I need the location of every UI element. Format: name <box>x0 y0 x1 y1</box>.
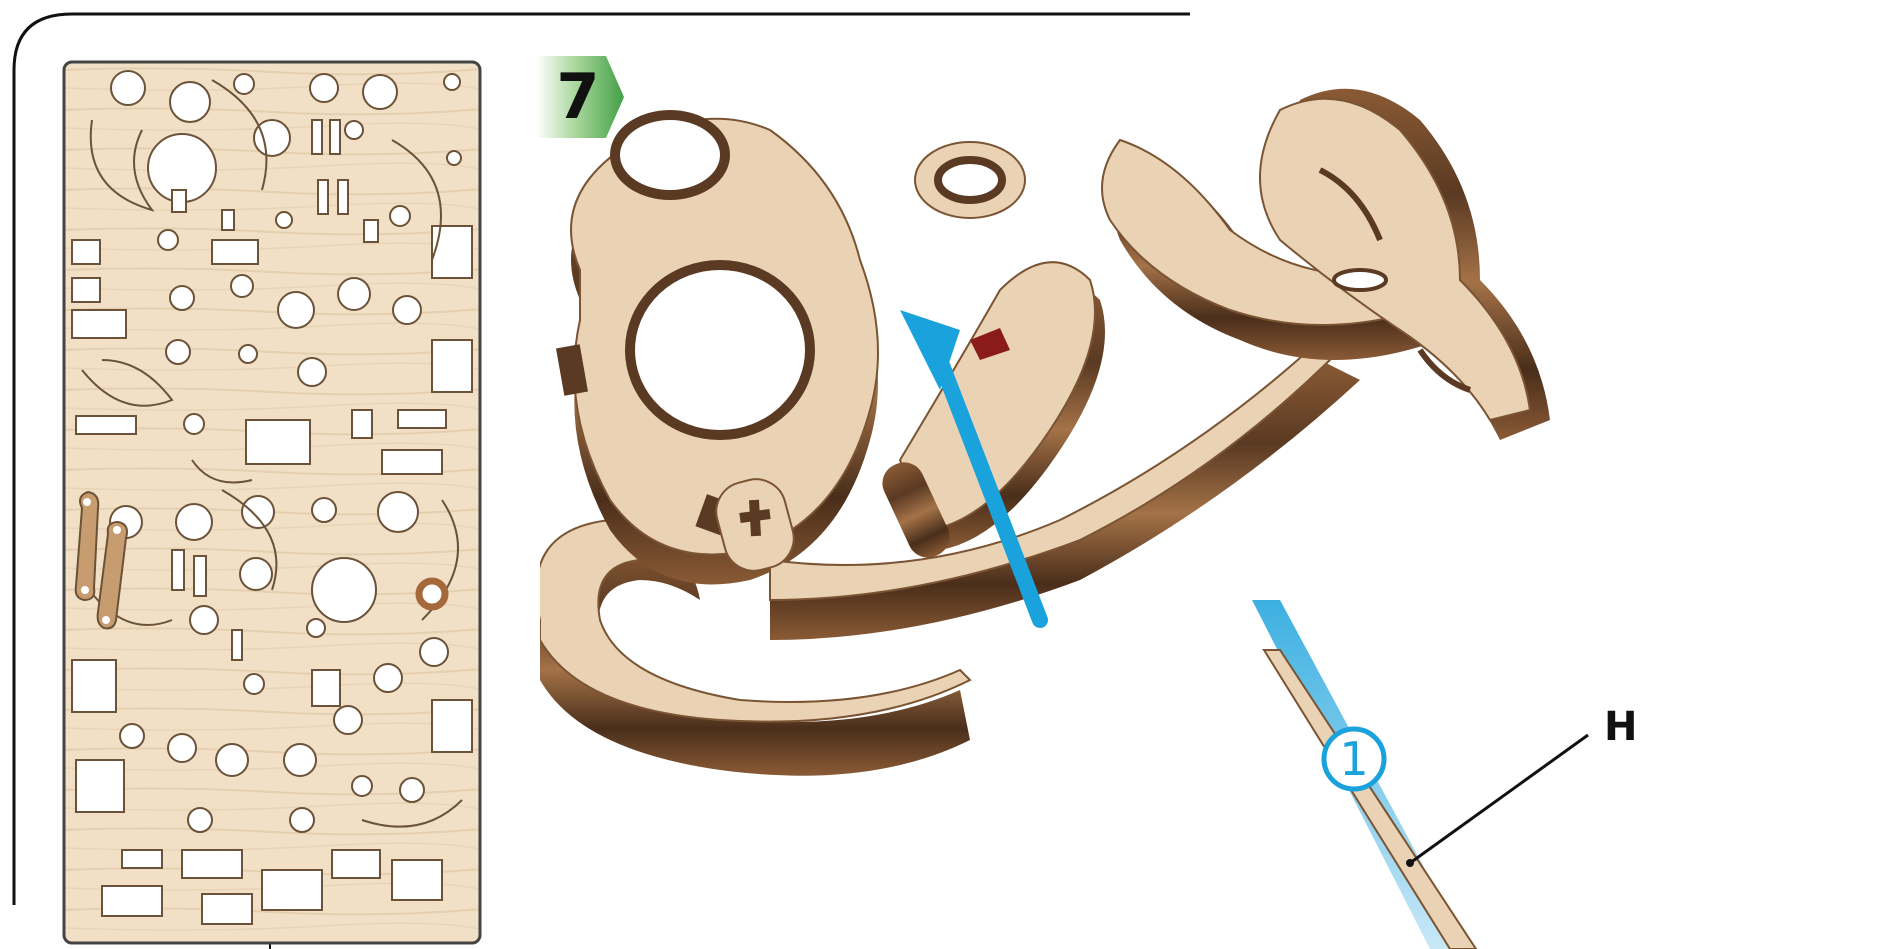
part-label-h: H <box>1604 707 1637 747</box>
leader-line <box>1406 735 1588 867</box>
assembly-illustration <box>540 80 1894 949</box>
parts-sheet <box>62 60 482 945</box>
order-number: 1 <box>1320 725 1388 793</box>
